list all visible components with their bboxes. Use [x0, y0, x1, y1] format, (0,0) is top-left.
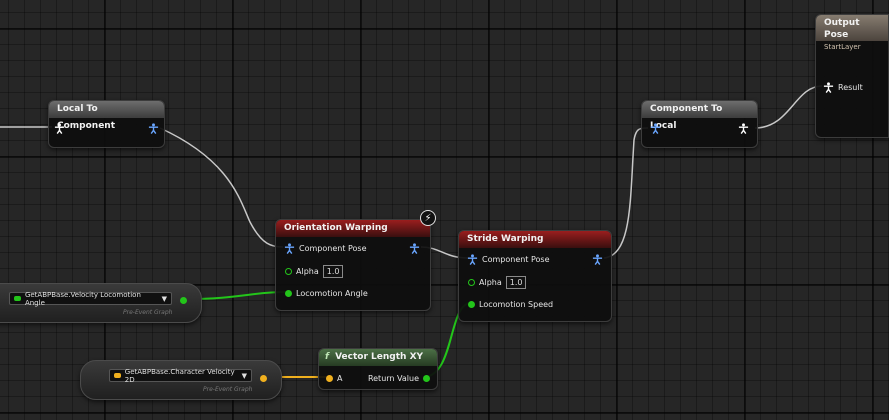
character-velocity-2d-subtitle: Pre-Event Graph	[203, 386, 253, 393]
orientation-warping-alpha-label: Alpha	[296, 266, 319, 276]
person-pose-icon	[650, 122, 661, 134]
person-pose-icon	[738, 122, 749, 134]
character-velocity-2d-getter[interactable]: GetABPBase.Character Velocity 2D ▼ Pre-E…	[80, 360, 282, 400]
component-to-local-input-pin[interactable]	[650, 121, 661, 135]
local-to-component-title: Local To Component	[49, 101, 164, 131]
local-to-component-input-pin[interactable]	[54, 121, 65, 135]
vector-length-xy-return-value-label: Return Value	[367, 373, 419, 383]
person-pose-icon	[823, 81, 834, 93]
float-pin-icon	[285, 289, 292, 297]
person-pose-icon	[148, 122, 159, 134]
velocity-locomotion-angle-getter[interactable]: GetABPBase.Velocity Locomotion Angle ▼ P…	[0, 283, 202, 323]
component-to-local-output-pin[interactable]	[738, 121, 749, 135]
lightning-icon[interactable]: ⚡	[420, 210, 436, 226]
character-velocity-2d-output-pin[interactable]	[260, 371, 267, 385]
float-pin-icon	[468, 278, 475, 286]
person-pose-icon	[284, 242, 295, 254]
function-icon: f	[325, 352, 329, 362]
float-pin-icon	[14, 296, 21, 301]
velocity-locomotion-angle-label: GetABPBase.Velocity Locomotion Angle	[24, 290, 141, 307]
stride-warping-alpha-pin[interactable]: Alpha 1.0	[468, 275, 527, 289]
stride-warping-component-pose-pin[interactable]: Component Pose	[467, 252, 554, 266]
vector-pin-icon	[260, 374, 267, 382]
stride-warping-title: Stride Warping	[459, 231, 611, 248]
float-pin-icon	[468, 300, 475, 308]
stride-warping-node[interactable]: Stride Warping Component Pose Alpha 1.0 …	[458, 230, 612, 322]
vector-length-xy-node[interactable]: f Vector Length XY A Return Value	[318, 348, 438, 390]
orientation-warping-title: Orientation Warping	[276, 220, 430, 237]
output-pose-node[interactable]: Output Pose StartLayer Result	[815, 14, 889, 138]
float-pin-icon	[423, 374, 430, 382]
vector-length-xy-title: f Vector Length XY	[319, 349, 437, 366]
orientation-warping-component-pose-label: Component Pose	[299, 243, 367, 253]
velocity-locomotion-angle-select[interactable]: GetABPBase.Velocity Locomotion Angle ▼	[9, 290, 172, 307]
character-velocity-2d-label: GetABPBase.Character Velocity 2D	[124, 367, 235, 384]
velocity-locomotion-angle-subtitle: Pre-Event Graph	[123, 309, 173, 316]
component-to-local-title: Component To Local	[642, 101, 757, 131]
vector-length-xy-input-a-label: A	[337, 373, 343, 383]
stride-warping-component-pose-label: Component Pose	[482, 254, 550, 264]
wire-local-to-component-to-orientation	[159, 127, 284, 248]
output-pose-title: Output Pose StartLayer	[816, 15, 888, 51]
orientation-warping-locomotion-angle-pin[interactable]: Locomotion Angle	[285, 286, 372, 300]
person-pose-icon	[592, 253, 603, 265]
vector-length-xy-input-a-pin[interactable]: A	[326, 371, 346, 385]
velocity-locomotion-angle-output-pin[interactable]	[180, 293, 187, 307]
component-to-local-node[interactable]: Component To Local	[641, 100, 758, 148]
person-pose-icon	[467, 253, 478, 265]
local-to-component-node[interactable]: Local To Component	[48, 100, 165, 148]
orientation-warping-component-pose-pin[interactable]: Component Pose	[284, 241, 371, 255]
chevron-down-icon: ▼	[241, 371, 247, 380]
vector-length-xy-title-text: Vector Length XY	[335, 352, 424, 362]
wire-component-to-local-to-output	[754, 85, 823, 129]
stride-warping-alpha-label: Alpha	[479, 277, 502, 287]
output-pose-subtitle: StartLayer	[824, 43, 861, 51]
orientation-warping-alpha-input[interactable]: 1.0	[322, 264, 344, 278]
vector-pin-icon	[114, 373, 121, 378]
person-pose-icon	[409, 242, 420, 254]
float-pin-icon	[180, 296, 187, 304]
character-velocity-2d-select[interactable]: GetABPBase.Character Velocity 2D ▼	[109, 367, 252, 384]
local-to-component-output-pin[interactable]	[148, 121, 159, 135]
orientation-warping-locomotion-angle-label: Locomotion Angle	[296, 288, 368, 298]
person-pose-icon	[54, 122, 65, 134]
output-pose-result-label: Result	[838, 82, 863, 92]
chevron-down-icon: ▼	[161, 294, 167, 303]
output-pose-title-text: Output Pose	[824, 18, 860, 40]
vector-length-xy-return-value-pin[interactable]: Return Value	[364, 371, 430, 385]
output-pose-result-pin[interactable]: Result	[823, 80, 867, 94]
stride-warping-output-pin[interactable]	[592, 252, 603, 266]
stride-warping-alpha-input[interactable]: 1.0	[505, 275, 527, 289]
vector-pin-icon	[326, 374, 333, 382]
stride-warping-locomotion-speed-pin[interactable]: Locomotion Speed	[468, 297, 557, 311]
orientation-warping-output-pin[interactable]	[409, 241, 420, 255]
orientation-warping-node[interactable]: Orientation Warping Component Pose Alpha…	[275, 219, 431, 311]
orientation-warping-alpha-pin[interactable]: Alpha 1.0	[285, 264, 344, 278]
stride-warping-locomotion-speed-label: Locomotion Speed	[479, 299, 554, 309]
float-pin-icon	[285, 267, 292, 275]
